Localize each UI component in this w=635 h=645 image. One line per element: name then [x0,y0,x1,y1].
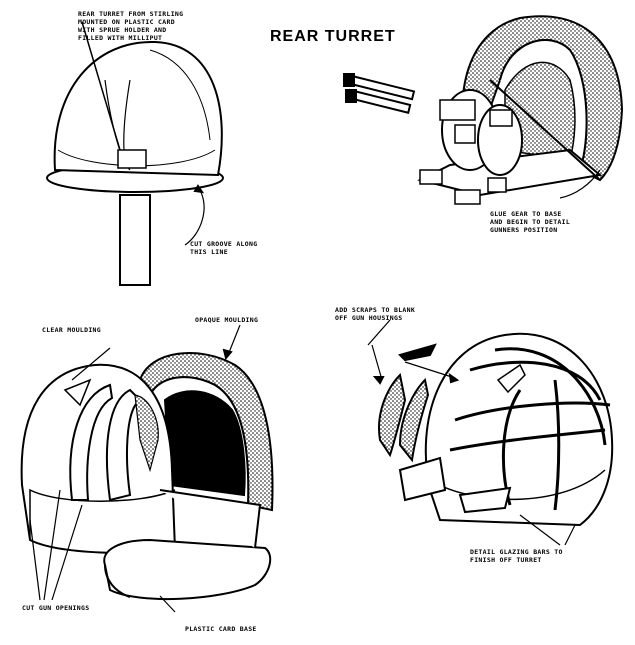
sprue-holder [119,194,151,286]
scrap-1 [378,372,407,458]
label-clear-moulding: CLEAR MOULDING [42,326,101,334]
finished-dome [424,332,614,527]
label-gun-openings: CUT GUN OPENINGS [22,604,90,612]
label-blister: REAR TURRET FROM STIRLING MOUNTED ON PLA… [78,10,184,42]
diagram-title: REAR TURRET [270,28,396,45]
card-base [103,538,272,601]
blister-dome [53,40,223,177]
label-gear: GLUE GEAR TO BASE AND BEGIN TO DETAIL GU… [490,210,571,234]
label-scraps: ADD SCRAPS TO BLANK OFF GUN HOUSINGS [335,306,416,322]
label-opaque-moulding: OPAQUE MOULDING [195,316,259,324]
label-glazing: DETAIL GLAZING BARS TO FINISH OFF TURRET [470,548,563,564]
panel-finished [367,319,614,546]
scrap-3 [398,343,437,362]
label-card-base: PLASTIC CARD BASE [185,625,257,633]
panel-gear [343,15,624,205]
panel-mouldings [20,324,274,613]
scrap-2 [398,377,430,463]
panel-blister [46,21,224,286]
label-groove: CUT GROOVE ALONG THIS LINE [190,240,258,256]
gun-barrels [343,73,416,114]
